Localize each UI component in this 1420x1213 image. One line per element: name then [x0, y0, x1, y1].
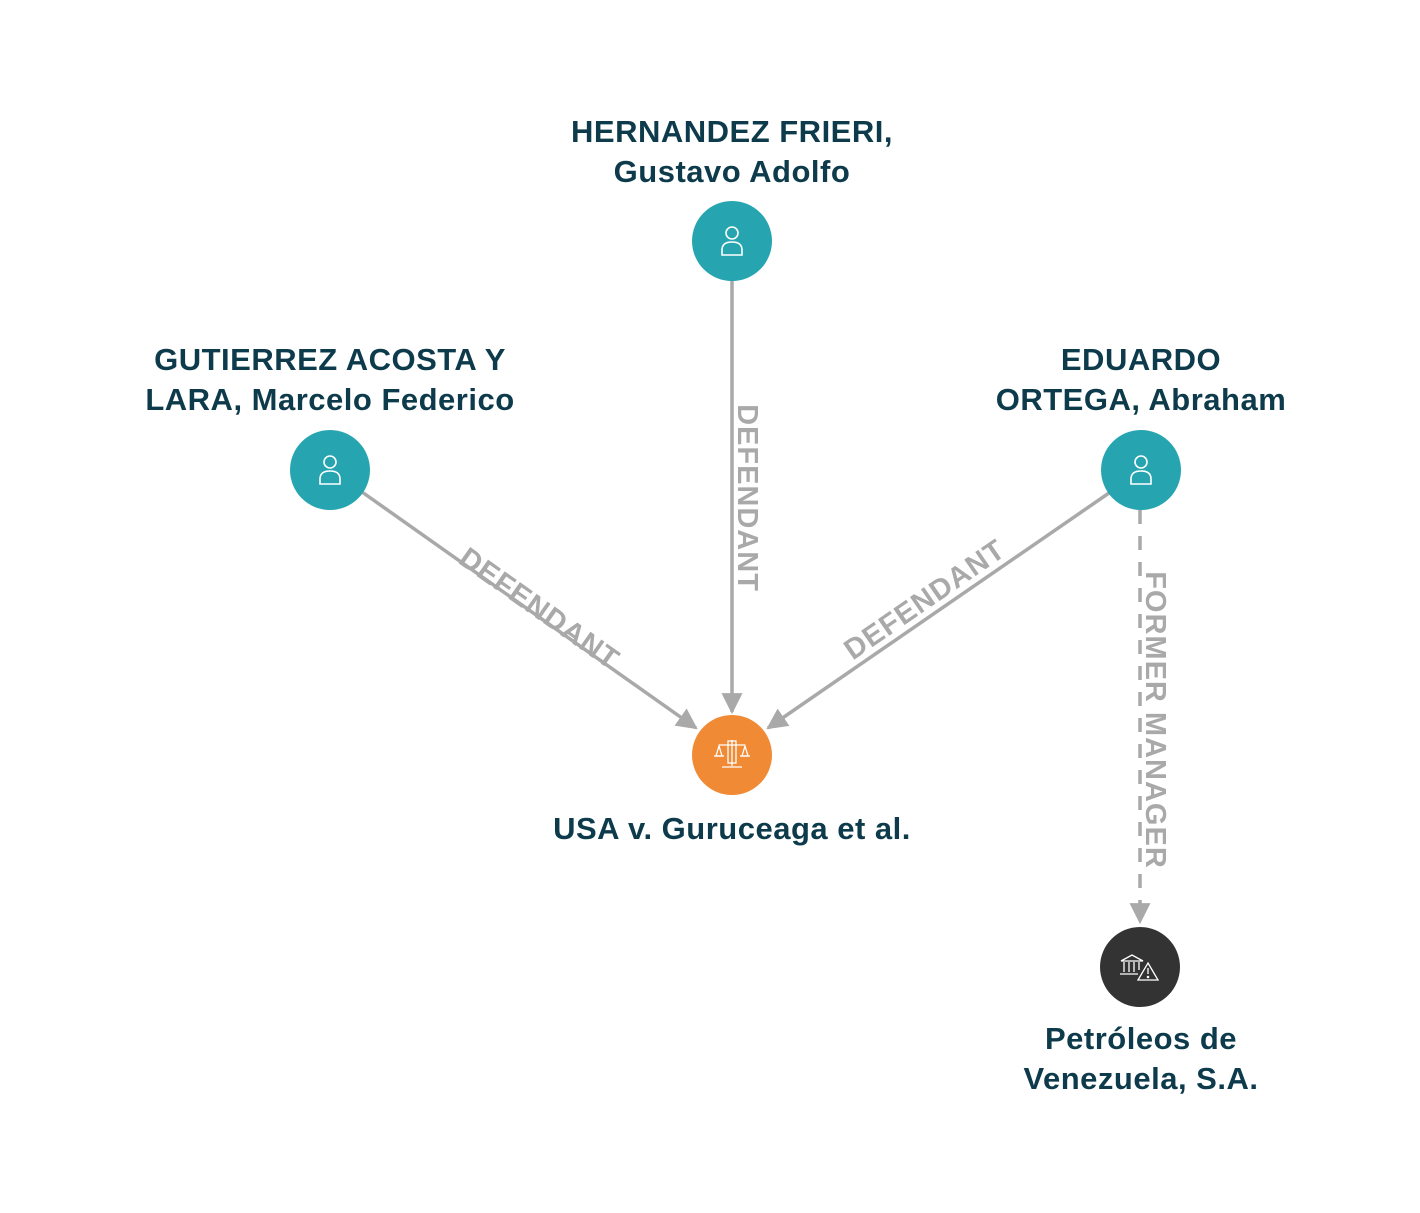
node-petroleos-de-venezuela[interactable] — [1100, 927, 1180, 1007]
label-eduardo-ortega: EDUARDO ORTEGA, Abraham — [996, 340, 1287, 420]
label-line-2: Venezuela, S.A. — [1023, 1061, 1259, 1096]
node-eduardo-ortega[interactable] — [1101, 430, 1181, 510]
edge-eduardo-to-case[interactable]: DEFENDANT — [766, 491, 1110, 730]
label-line-2: LARA, Marcelo Federico — [145, 382, 515, 417]
edge-label-defendant: DEFENDANT — [731, 404, 763, 592]
label-line-1: EDUARDO — [1060, 342, 1222, 377]
node-hernandez-frieri[interactable] — [692, 201, 772, 281]
label-usa-v-guruceaga: USA v. Guruceaga et al. — [553, 809, 911, 849]
institution-warning-icon — [1120, 954, 1160, 981]
label-petroleos-de-venezuela: Petróleos de Venezuela, S.A. — [1024, 1019, 1259, 1099]
label-line-1: Petróleos de — [1044, 1021, 1238, 1056]
person-icon — [1130, 455, 1152, 485]
label-line-2: ORTEGA, Abraham — [995, 382, 1287, 417]
node-usa-v-guruceaga[interactable] — [692, 715, 772, 795]
label-gutierrez-acosta: GUTIERREZ ACOSTA Y LARA, Marcelo Federic… — [145, 340, 514, 420]
edge-gutierrez-to-case[interactable]: DEFENDANT — [360, 490, 698, 730]
edge-eduardo-to-pdvsa[interactable]: FORMER MANAGER — [1129, 510, 1171, 925]
edge-label-former-manager: FORMER MANAGER — [1139, 571, 1171, 869]
edge-hernandez-to-case[interactable]: DEFENDANT — [721, 280, 763, 715]
label-hernandez-frieri: HERNANDEZ FRIERI, Gustavo Adolfo — [571, 112, 893, 192]
node-gutierrez-acosta[interactable] — [290, 430, 370, 510]
label-line-1: GUTIERREZ ACOSTA Y — [154, 342, 506, 377]
label-line-2: Gustavo Adolfo — [613, 154, 851, 189]
person-icon — [319, 455, 341, 485]
label-line-1: HERNANDEZ FRIERI, — [571, 114, 893, 149]
person-icon — [721, 226, 743, 256]
label-line-1: USA v. Guruceaga et al. — [553, 811, 911, 846]
edge-label-defendant: DEFENDANT — [453, 542, 625, 676]
scales-of-justice-icon — [714, 740, 750, 768]
edge-label-defendant: DEFENDANT — [839, 533, 1012, 666]
